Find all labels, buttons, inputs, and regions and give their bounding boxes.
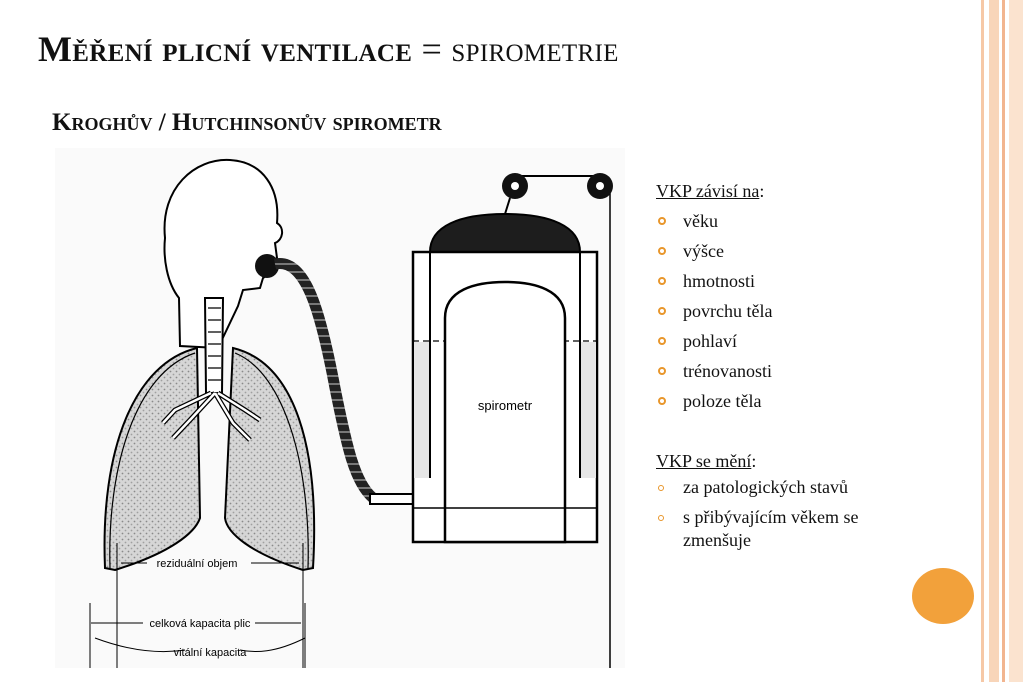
vkp-factors-list: věku výšce hmotnosti povrchu těla pohlav…	[656, 206, 916, 416]
spirometer-illustration: spirometr reziduální objem celková kapac…	[55, 148, 625, 668]
vkp-depends-heading: VKP závisí na:	[656, 176, 916, 206]
decorative-orange-circle	[912, 568, 974, 624]
decorative-side-stripes	[975, 0, 1023, 682]
vkp-info-panel: VKP závisí na: věku výšce hmotnosti povr…	[656, 176, 916, 559]
spirometer-label: spirometr	[478, 398, 533, 413]
slide-title-rest: = spirometrie	[412, 29, 618, 69]
vkp-changes-list: za patologických stavů s přibývajícím vě…	[656, 476, 916, 552]
list-item: pohlaví	[656, 326, 916, 356]
slide-title: Měření plicní ventilace = spirometrie	[38, 28, 619, 70]
vital-capacity-label: vitální kapacita	[174, 647, 248, 659]
list-item: věku	[656, 206, 916, 236]
list-item: povrchu těla	[656, 296, 916, 326]
residual-volume-label: reziduální objem	[157, 558, 238, 570]
list-item: výšce	[656, 236, 916, 266]
slide-subtitle: Kroghův / Hutchinsonův spirometr	[52, 109, 442, 137]
list-item: hmotnosti	[656, 266, 916, 296]
vkp-changes-heading: VKP se mění:	[656, 446, 916, 476]
list-item: poloze těla	[656, 386, 916, 416]
total-capacity-label: celková kapacita plic	[150, 618, 251, 630]
list-item: trénovanosti	[656, 356, 916, 386]
slide-title-bold: Měření plicní ventilace	[38, 29, 412, 69]
list-item: s přibývajícím věkem se zmenšuje	[656, 506, 916, 552]
list-item: za patologických stavů	[656, 476, 916, 499]
